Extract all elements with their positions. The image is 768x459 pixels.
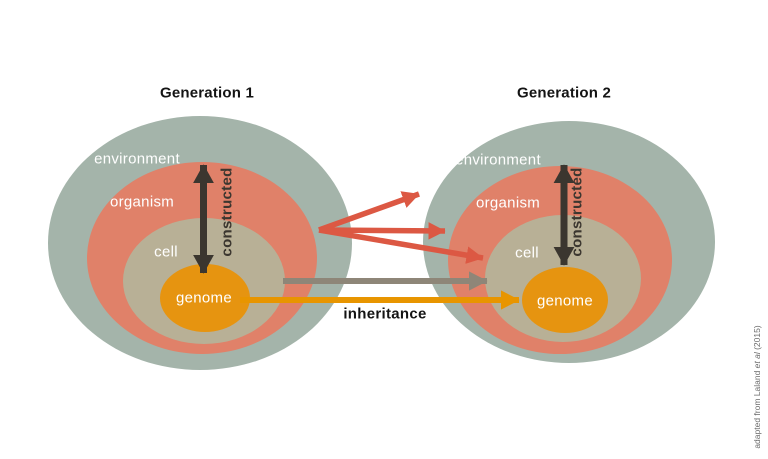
red-construction-arrow-upper [318, 191, 420, 233]
citation: adapted from Laland et al (2015) [751, 325, 762, 449]
red-construction-arrow-lower [318, 227, 484, 264]
generation-1-title: Generation 1 [159, 84, 255, 102]
red-construction-arrow-middle [318, 222, 446, 240]
gen1-cell-label: cell [154, 243, 178, 261]
gen1-environment-label: environment [94, 150, 180, 168]
generation-2-title: Generation 2 [516, 84, 612, 102]
gen2-constructed-label: constructed [568, 167, 586, 257]
citation-et-al: et al [751, 352, 762, 369]
citation-suffix: (2015) [751, 325, 762, 353]
gen2-environment-label: environment [455, 151, 541, 169]
inheritance-label: inheritance [343, 305, 427, 323]
gen2-genome-ellipse [522, 267, 608, 333]
gen1-genome-label: genome [175, 289, 233, 307]
citation-prefix: adapted from Laland [751, 368, 762, 449]
gen1-organism-label: organism [109, 193, 175, 211]
gen1-constructed-label: constructed [218, 167, 236, 257]
gen1-genome-ellipse [160, 264, 250, 332]
gen2-cell-label: cell [515, 244, 539, 262]
gen2-organism-label: organism [475, 194, 541, 212]
gen2-genome-label: genome [536, 292, 594, 310]
